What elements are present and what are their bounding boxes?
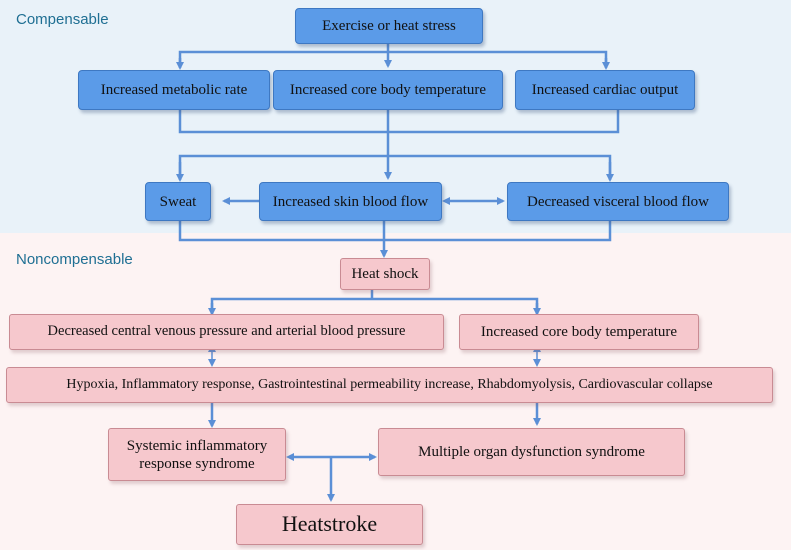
node-skin-blood-flow: Increased skin blood flow [259, 182, 442, 221]
node-sweat: Sweat [145, 182, 211, 221]
compensable-label: Compensable [16, 11, 109, 28]
node-exercise: Exercise or heat stress [295, 8, 483, 44]
noncompensable-label: Noncompensable [16, 251, 133, 268]
node-heat-shock: Heat shock [340, 258, 430, 290]
node-core-temp-compensable: Increased core body temperature [273, 70, 503, 110]
node-mods: Multiple organ dysfunction syndrome [378, 428, 685, 476]
node-heatstroke: Heatstroke [236, 504, 423, 545]
node-visceral-blood-flow: Decreased visceral blood flow [507, 182, 729, 221]
node-sirs: Systemic inflammatory response syndrome [108, 428, 286, 481]
node-cardiac-output: Increased cardiac output [515, 70, 695, 110]
node-venous-pressure: Decreased central venous pressure and ar… [9, 314, 444, 350]
node-hypoxia-cascade: Hypoxia, Inflammatory response, Gastroin… [6, 367, 773, 403]
node-core-temp-noncompensable: Increased core body temperature [459, 314, 699, 350]
node-metabolic-rate: Increased metabolic rate [78, 70, 270, 110]
